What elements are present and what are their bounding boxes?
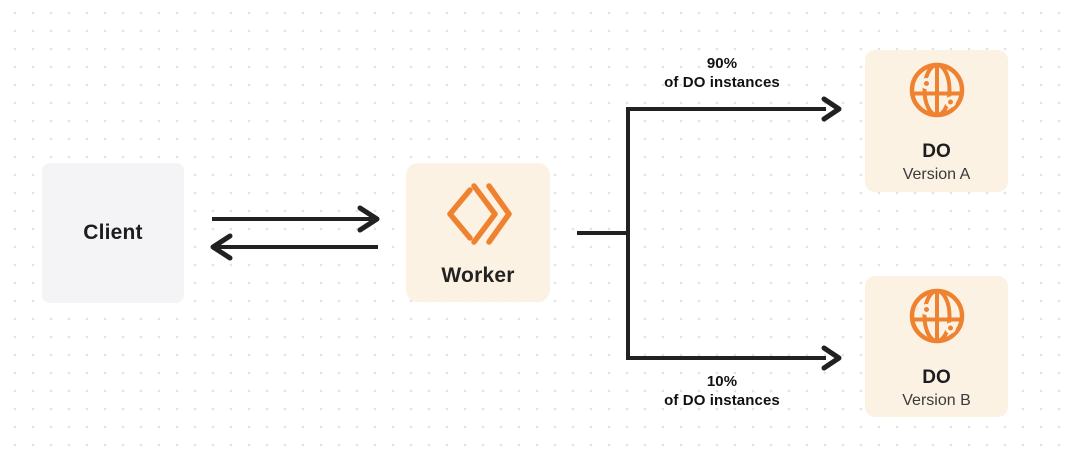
do-version-b-node: DO Version B — [865, 276, 1008, 417]
do-version-a-node: DO Version A — [865, 50, 1008, 192]
worker-label: Worker — [441, 264, 515, 287]
client-label: Client — [83, 221, 143, 244]
durable-object-globe-icon — [909, 288, 964, 344]
arrow-worker-to-client — [210, 233, 378, 261]
do-b-title: DO — [922, 367, 951, 388]
split-bottom-caption: of DO instances — [664, 392, 780, 409]
do-a-title: DO — [922, 141, 951, 162]
split-top-caption: of DO instances — [664, 74, 780, 91]
arrow-client-to-worker — [212, 205, 380, 233]
worker-node: Worker — [406, 163, 550, 302]
durable-object-globe-icon — [909, 62, 964, 118]
do-b-subtitle: Version B — [902, 392, 971, 409]
split-bottom-percent: 10% — [706, 373, 738, 390]
client-node: Client — [42, 163, 184, 303]
split-bottom-label: 10% of DO instances — [612, 372, 832, 410]
workers-icon — [447, 183, 512, 245]
do-a-subtitle: Version A — [902, 166, 971, 183]
split-branch-lines — [577, 96, 842, 371]
split-top-label: 90% of DO instances — [612, 54, 832, 92]
split-top-percent: 90% — [706, 55, 738, 72]
